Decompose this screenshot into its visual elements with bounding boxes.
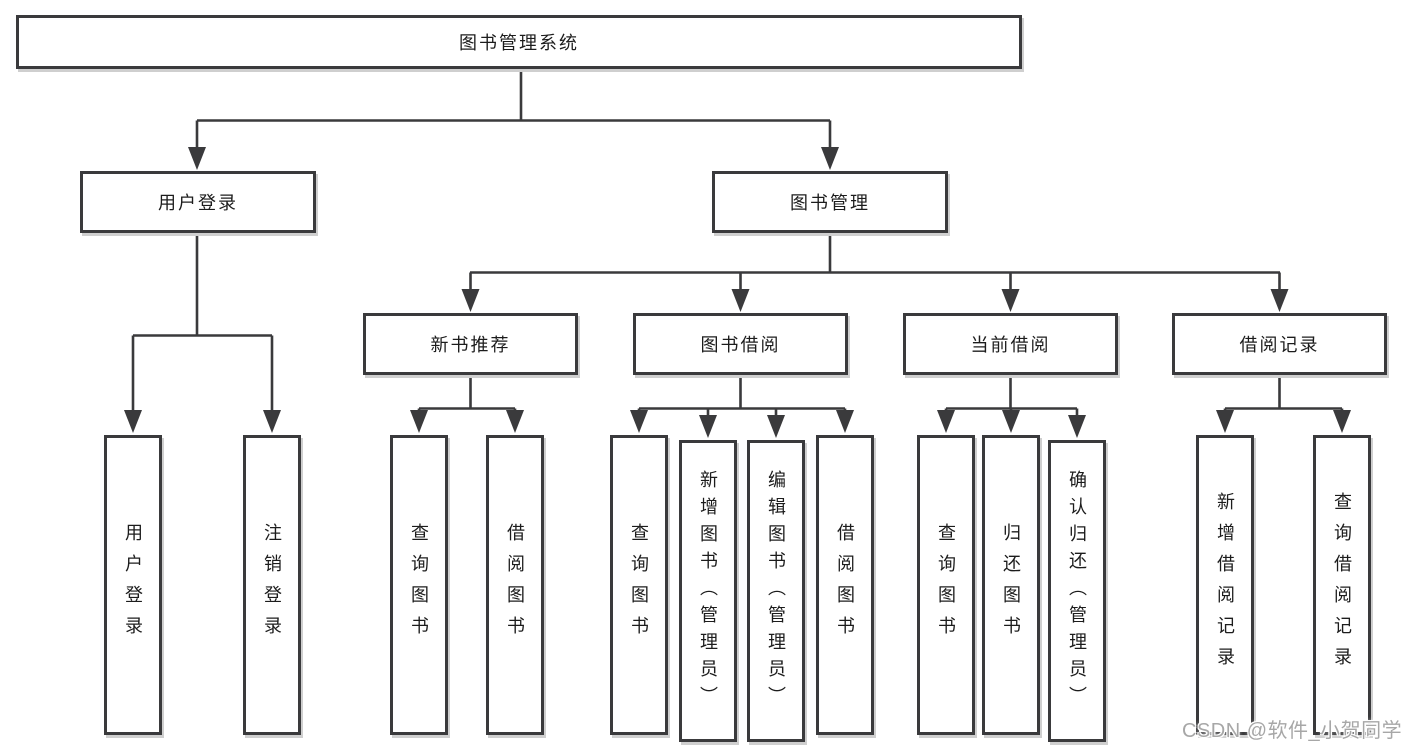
arrowhead	[506, 410, 524, 433]
leaf-confirm-return-admin: 确认归还（管理员）	[1048, 440, 1106, 742]
node-current-borrow: 当前借阅	[903, 313, 1118, 375]
arrowhead	[1216, 410, 1234, 433]
leaf-query-borrow-record: 查询借阅记录	[1313, 435, 1371, 735]
arrowhead	[1002, 410, 1020, 433]
arrowhead	[767, 415, 785, 438]
leaf-add-book-admin: 新增图书（管理员）	[679, 440, 737, 742]
leaf-borrow-book-1: 借阅图书	[486, 435, 544, 735]
arrowhead	[937, 410, 955, 433]
arrowhead	[630, 410, 648, 433]
connector-line-group	[131, 69, 1344, 429]
arrowhead	[461, 289, 480, 312]
node-book-borrow: 图书借阅	[633, 313, 848, 375]
node-user-login: 用户登录	[80, 171, 316, 233]
leaf-edit-book-admin: 编辑图书（管理员）	[747, 440, 805, 742]
node-book-management: 图书管理	[712, 171, 948, 233]
leaf-return-book: 归还图书	[982, 435, 1040, 735]
arrowhead	[263, 410, 281, 433]
arrowhead	[124, 410, 142, 433]
leaf-user-login: 用户登录	[104, 435, 162, 735]
arrowhead	[1068, 415, 1086, 438]
arrowhead	[1001, 289, 1020, 312]
node-new-book-recommend: 新书推荐	[363, 313, 578, 375]
arrowhead	[821, 147, 839, 170]
watermark-text: CSDN @软件_小贺同学	[1182, 720, 1403, 742]
arrowhead	[836, 410, 854, 433]
arrowhead	[410, 410, 428, 433]
arrowhead	[1333, 410, 1351, 433]
leaf-logout: 注销登录	[243, 435, 301, 735]
leaf-query-book-1: 查询图书	[390, 435, 448, 735]
arrowhead	[699, 415, 717, 438]
leaf-query-book-2: 查询图书	[610, 435, 668, 735]
leaf-query-book-3: 查询图书	[917, 435, 975, 735]
arrowhead	[731, 289, 750, 312]
arrowhead-group	[124, 147, 1351, 438]
node-root: 图书管理系统	[16, 15, 1022, 69]
node-borrow-record: 借阅记录	[1172, 313, 1387, 375]
arrowhead	[188, 147, 206, 170]
leaf-borrow-book-2: 借阅图书	[816, 435, 874, 735]
arrowhead	[1270, 289, 1289, 312]
leaf-add-borrow-record: 新增借阅记录	[1196, 435, 1254, 735]
